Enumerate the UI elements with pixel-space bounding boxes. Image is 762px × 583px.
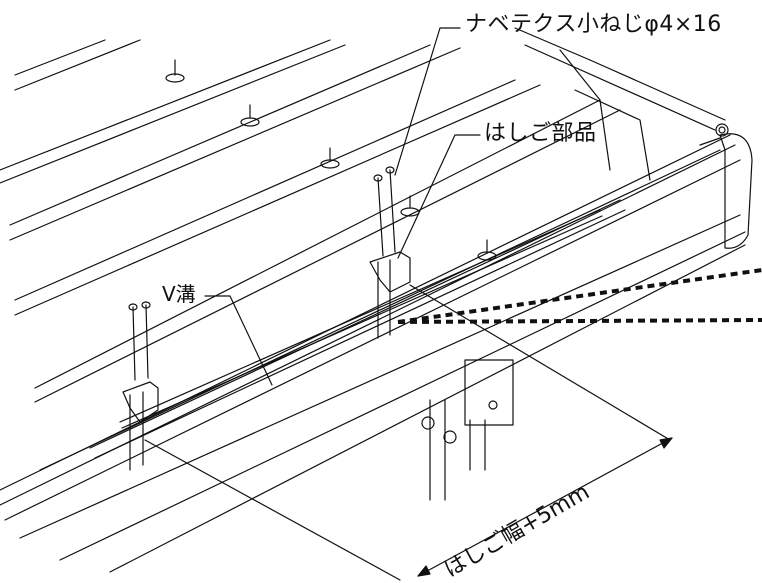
v-groove-callout: V溝 — [162, 282, 196, 306]
ladder-projection — [397, 268, 762, 324]
bolt-3 — [320, 147, 340, 169]
leader-lines — [204, 27, 481, 386]
rear-frame — [514, 27, 726, 181]
bolt-4 — [400, 195, 420, 217]
roof-panel-lines — [0, 39, 621, 403]
bolt-1 — [165, 59, 185, 83]
gutter-beam — [0, 123, 753, 573]
bolt-5 — [477, 239, 497, 261]
screws — [128, 166, 396, 381]
support-post — [421, 359, 514, 501]
bolt-2 — [240, 104, 260, 127]
ladder-part-callout: はしご部品 — [484, 121, 597, 146]
ladder-bracket-right — [369, 251, 411, 339]
ladder-bracket-left — [122, 381, 159, 471]
screw-callout: ナベテクス小ねじφ4×16 — [465, 12, 722, 37]
roof-bolts — [165, 59, 497, 261]
dimension-lines — [144, 284, 673, 581]
